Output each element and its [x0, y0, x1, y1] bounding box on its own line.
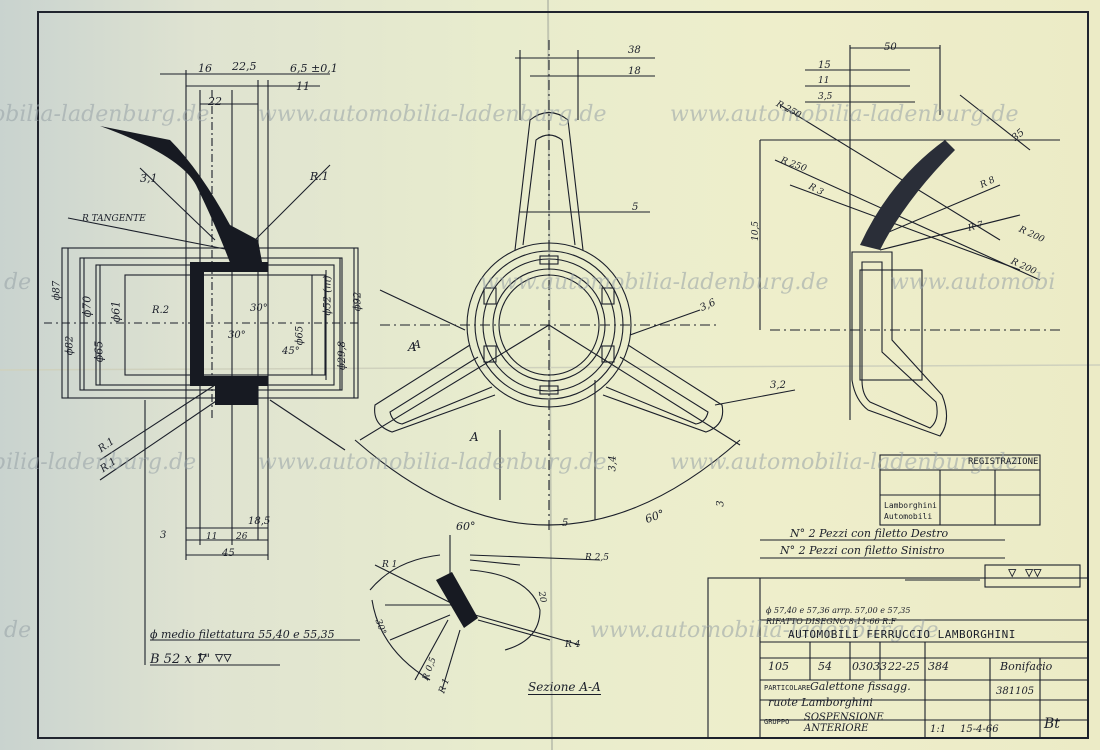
section-a-a-fill — [436, 572, 478, 628]
dim-right-50: 50 — [884, 42, 897, 53]
dim-ang45: 45° — [282, 346, 300, 357]
dim-center-r32: 3,2 — [770, 380, 786, 391]
surface-finish-symbol: ▽ ▽▽ — [198, 650, 232, 666]
title-dimension-note: ϕ 57,40 e 57,36 arrp. 57,00 e 57,35 — [766, 606, 911, 615]
dim-d29: ϕ29,8 — [337, 340, 349, 371]
watermark-text: obilia-ladenburg.de — [0, 102, 210, 127]
surface-finish-right: ▽ ▽▽ — [1008, 565, 1042, 581]
left-side-section — [44, 70, 360, 666]
dim-bot-3: 3 — [160, 530, 167, 541]
title-number-e: 384 — [928, 660, 949, 673]
left-hub-section — [190, 262, 268, 386]
note-thread-spec: B 52 x 1" — [150, 652, 211, 667]
dim-top-11: 11 — [296, 80, 310, 93]
watermark-text: www.automobilia-ladenburg.de — [590, 618, 939, 643]
watermark-text: www.automobi — [890, 270, 1056, 295]
note-tangent: R TANGENTE — [82, 214, 146, 224]
title-part-name: Galettone fissagg. — [810, 680, 911, 693]
dim-d92: ϕ92 — [352, 291, 364, 312]
dim-d52: ϕ52 (m) — [322, 275, 334, 316]
note-pieces-left: N° 2 Pezzi con filetto Sinistro — [780, 544, 945, 557]
registration-label: REGISTRAZIONE — [968, 457, 1039, 467]
dim-d82: ϕ82 — [64, 335, 76, 356]
dim-top-16: 16 — [198, 62, 212, 75]
watermark-text: de — [4, 270, 32, 295]
dim-d61: ϕ61 — [109, 300, 123, 323]
title-gruppo-label: GRUPPO — [764, 718, 790, 726]
dim-r1-top: R.1 — [310, 170, 329, 183]
title-number-b: 54 — [818, 660, 832, 673]
dim-top-65: 6,5 ±0,1 — [290, 62, 338, 75]
dim-d65: ϕ65 — [92, 340, 106, 363]
company-short: Lamborghini Automobili — [884, 501, 937, 521]
dim-right-v10: 10,5 — [751, 220, 762, 242]
dim-sec-r4: R 4 — [565, 640, 581, 650]
dim-right-11: 11 — [818, 76, 830, 86]
watermark-text: www.automobilia-ladenburg.de — [670, 450, 1019, 475]
title-date: 15-4-66 — [960, 724, 999, 735]
watermark-text: www.automobilia-ladenburg.de — [258, 450, 607, 475]
note-pieces-right: N° 2 Pezzi con filetto Destro — [790, 527, 949, 540]
dim-center-v3: 3 — [715, 500, 727, 507]
title-part-name2: ruote Lamborghini — [768, 696, 873, 709]
dim-center-v34: 3,4 — [607, 455, 619, 472]
watermark-text: bilia-ladenburg.de — [0, 450, 197, 475]
dim-d70: ϕ70 — [80, 295, 94, 318]
dim-right-35: 3,5 — [818, 92, 833, 102]
watermark-text: www.automobilia-ladenburg.de — [258, 102, 607, 127]
dim-center-18: 18 — [628, 66, 641, 77]
center-spinner-view — [354, 40, 796, 530]
fold-line — [0, 364, 1100, 371]
dim-d87: ϕ87 — [51, 280, 63, 301]
title-scale: 1:1 — [930, 724, 947, 735]
watermark-text: www.automobilia-ladenburg.de — [670, 102, 1019, 127]
right-side-view — [759, 45, 1060, 437]
dim-bot-45: 45 — [222, 548, 235, 559]
title-rifatto: RIFATTO DISEGNO 8-11-66 R.F — [766, 617, 897, 626]
dim-top-22: 22,5 — [232, 60, 257, 73]
right-blade-profile — [860, 140, 955, 250]
left-bottom-block — [215, 386, 258, 405]
watermark-text: de — [4, 618, 32, 643]
title-number-d: 22-25 — [888, 660, 920, 673]
title-designer: Bonifacio — [1000, 660, 1053, 673]
title-signature: Bt — [1044, 716, 1060, 732]
title-material-code: 381105 — [996, 686, 1035, 697]
dim-right-15: 15 — [818, 60, 831, 71]
dim-d65b: ϕ65 — [294, 325, 306, 346]
dim-ang30a: 30° — [250, 303, 268, 314]
dim-r31: 3,1 — [140, 172, 158, 185]
dim-sec-d20: 20 — [535, 590, 548, 604]
dim-a: A — [413, 338, 421, 351]
dim-bot-11: 11 — [206, 532, 218, 542]
dim-bot-185: 18,5 — [248, 516, 271, 527]
title-number-c: 03033 — [852, 660, 887, 673]
dim-sec-r1: R 1 — [382, 560, 398, 570]
title-number-a: 105 — [768, 660, 789, 673]
dim-top-22b: 22 — [208, 95, 222, 108]
dim-center-38: 38 — [628, 45, 641, 56]
dim-ang30b: 30° — [228, 330, 246, 341]
dim-bot-26: 26 — [236, 532, 248, 542]
title-particolare-label: PARTICOLARE — [764, 684, 811, 692]
left-profile-fill — [100, 126, 262, 268]
watermark-text: www.automobilia-ladenburg.de — [480, 270, 829, 295]
dim-center-v5: 5 — [562, 518, 569, 529]
dim-center-5: 5 — [632, 202, 639, 213]
dim-sec-r25: R 2,5 — [585, 553, 609, 563]
section-label: Sezione A-A — [528, 680, 601, 695]
note-thread: ϕ medio filettatura 55,40 e 55,35 — [150, 628, 335, 641]
title-block-grid — [707, 454, 1089, 739]
title-company: AUTOMOBILI FERRUCCIO LAMBORGHINI — [788, 628, 1016, 641]
drawing-border — [37, 11, 1089, 739]
dim-center-a-down: A — [470, 430, 479, 444]
dim-center-ang60a: 60° — [456, 520, 476, 533]
dim-center-a-up: A — [408, 340, 417, 354]
section-a-a-view — [369, 535, 601, 691]
dim-r2: R.2 — [152, 305, 170, 316]
title-gruppo: SOSPENSIONE ANTERIORE — [804, 712, 884, 734]
